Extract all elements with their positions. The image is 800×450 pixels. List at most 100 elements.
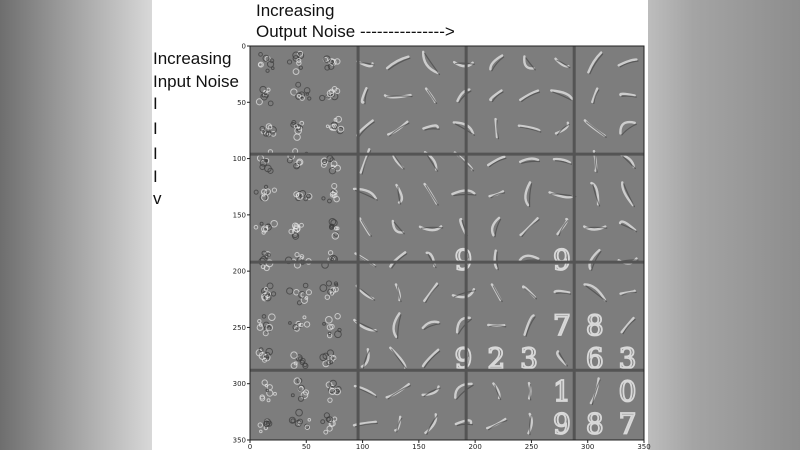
input-arrow-char: I: [153, 144, 158, 163]
stroke-blob-shadow: [620, 223, 638, 233]
stroke-blob-shadow: [621, 123, 637, 136]
noise-blob: [261, 379, 268, 386]
noise-blob: [259, 85, 267, 94]
stroke-blob-shadow: [389, 122, 410, 137]
noise-blob: [337, 327, 342, 333]
stroke-blob-shadow: [558, 220, 569, 237]
digit-glyph: 7: [553, 309, 571, 342]
stroke-blob: [619, 120, 636, 135]
noise-blob: [293, 361, 298, 366]
noise-blob: [328, 166, 337, 175]
noise-blob: [295, 408, 303, 417]
stroke-blob-shadow: [424, 52, 441, 76]
noise-blob: [265, 388, 270, 393]
noise-blob: [327, 397, 333, 403]
noise-blob: [305, 193, 311, 199]
noise-blob: [296, 300, 303, 306]
stroke-blob-shadow: [427, 253, 437, 269]
stroke-blob-shadow: [554, 160, 573, 165]
noise-blob: [297, 395, 305, 402]
x-tick-label: 200: [468, 443, 481, 450]
stroke-blob: [421, 50, 440, 75]
stroke-blob-shadow: [396, 285, 402, 303]
noise-blob: [290, 362, 298, 370]
left-background-blur: [0, 0, 152, 450]
noise-blob: [295, 192, 304, 200]
stroke-blob: [424, 413, 438, 435]
noise-blob: [266, 282, 274, 290]
noise-blob: [323, 412, 330, 419]
output-noise-label-line1: Increasing: [256, 1, 335, 20]
stroke-blob-shadow: [525, 57, 536, 71]
noise-blob: [327, 63, 335, 70]
stroke-blob-shadow: [391, 253, 408, 269]
noise-blob: [302, 362, 308, 368]
noise-blob: [262, 54, 270, 62]
noise-blob: [268, 313, 276, 321]
noise-blob: [286, 287, 294, 295]
stroke-blob-shadow: [591, 379, 601, 406]
stroke-blob-shadow: [425, 284, 440, 303]
digit-glyph: 2: [487, 342, 505, 375]
stroke-blob: [553, 289, 571, 294]
noise-blob: [262, 330, 269, 337]
stroke-blob-shadow: [490, 192, 506, 199]
noise-blob: [265, 68, 270, 73]
input-arrow-char: I: [153, 167, 158, 186]
stroke-blob-shadow: [424, 128, 440, 131]
input-arrow-char: v: [153, 189, 162, 208]
noise-blob: [253, 189, 259, 195]
noise-blob: [319, 94, 326, 102]
noise-blob: [324, 294, 331, 300]
stroke-blob-shadow: [529, 414, 532, 436]
noise-blob: [303, 321, 311, 328]
stroke-blob: [489, 89, 503, 102]
stroke-blob: [518, 157, 540, 164]
stroke-blob-shadow: [456, 423, 474, 427]
stroke-blob: [617, 58, 638, 67]
stroke-blob-shadow: [393, 221, 405, 235]
noise-blob: [267, 100, 274, 107]
noise-blob: [297, 50, 304, 57]
stroke-blob-shadow: [524, 288, 538, 300]
noise-blob: [265, 323, 274, 332]
noise-blob: [331, 93, 335, 98]
digit-glyph: 0: [619, 375, 637, 408]
noise-blob: [329, 124, 336, 131]
noise-blob: [327, 331, 332, 336]
stroke-blob-shadow: [492, 285, 503, 303]
noise-blob: [292, 68, 300, 76]
stroke-blob: [490, 216, 501, 237]
noise-blob: [296, 58, 302, 63]
stroke-blob-shadow: [592, 183, 601, 207]
stroke-blob: [524, 181, 532, 207]
digit-glyph: 6: [586, 342, 604, 375]
noise-blob: [293, 225, 301, 233]
stroke-blob-shadow: [397, 185, 402, 205]
stroke-blob-shadow: [423, 350, 441, 369]
stroke-blob-shadow: [585, 285, 608, 303]
noise-blob: [329, 291, 335, 296]
noise-blob: [257, 61, 264, 68]
stroke-blob-shadow: [457, 318, 472, 335]
stroke-blob-shadow: [521, 91, 541, 102]
noise-blob: [258, 347, 264, 353]
stroke-blob: [554, 121, 570, 135]
stroke-blob-shadow: [622, 155, 636, 170]
stroke-blob-shadow: [489, 157, 507, 168]
stroke-blob: [360, 87, 368, 104]
noise-blob: [292, 324, 299, 331]
noise-blob: [331, 192, 338, 199]
stroke-blob: [583, 283, 607, 302]
noise-blob: [293, 377, 301, 385]
noise-blob: [327, 198, 332, 204]
noise-blob: [328, 218, 337, 226]
stroke-blob-shadow: [521, 160, 541, 164]
stroke-blob-shadow: [488, 419, 508, 431]
noise-blob: [334, 388, 340, 394]
digit-glyph: 9: [553, 243, 571, 276]
noise-blob: [327, 250, 334, 256]
noise-blob: [288, 321, 292, 325]
noise-blob: [329, 225, 334, 230]
